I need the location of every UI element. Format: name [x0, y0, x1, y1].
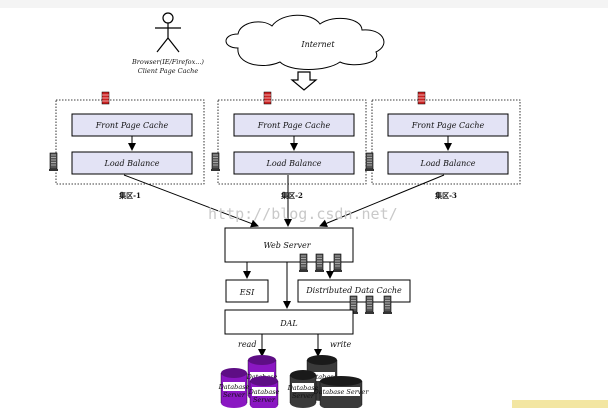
- client-page-cache-label: Client Page Cache: [138, 67, 199, 75]
- server-icon: [211, 152, 220, 171]
- user-stick-figure-icon: [155, 12, 181, 53]
- area-container: [371, 99, 521, 185]
- internet-label: Internet: [300, 40, 335, 49]
- front-page-cache-label: Front Page Cache: [411, 121, 485, 130]
- load-balance-box: [71, 151, 193, 175]
- server-icon: [315, 253, 324, 272]
- esi-box: [225, 279, 269, 303]
- server-icon: [49, 152, 58, 171]
- firewall-icon: [417, 91, 426, 105]
- database-label: Database: [287, 384, 319, 392]
- area-label: 集区-2: [280, 191, 303, 200]
- server-icon: [299, 253, 308, 272]
- load-balance-box: [387, 151, 509, 175]
- dal-label: DAL: [279, 319, 298, 328]
- database-label: Database: [218, 383, 250, 391]
- esi-label: ESI: [239, 288, 255, 297]
- area-container: [55, 99, 205, 185]
- internet-cloud-icon: [225, 14, 385, 70]
- firewall-icon: [101, 91, 110, 105]
- firewall-icon: [263, 91, 272, 105]
- write-label: write: [330, 340, 351, 349]
- load-balance-label: Load Balance: [104, 159, 160, 168]
- web-server-rack: [299, 253, 342, 272]
- corner-strip: [512, 400, 608, 408]
- database-label: Database: [306, 373, 338, 381]
- front-page-cache-label: Front Page Cache: [95, 121, 169, 130]
- gray-database-cylinder: Database Server: [313, 376, 370, 410]
- load-balance-label: Load Balance: [420, 159, 476, 168]
- server-icon: [365, 152, 374, 171]
- client-browser-label: Browser(IE/Firefox...): [131, 58, 204, 66]
- server-icon: [365, 295, 374, 314]
- down-arrow-icon: [290, 71, 318, 91]
- server-label: Server: [292, 392, 315, 400]
- server-icon: [383, 295, 392, 314]
- area-connectors: [123, 174, 445, 228]
- server-label: Server: [253, 396, 276, 404]
- database-label: Database: [248, 388, 280, 396]
- watermark-text: http://blog.csdn.net/: [208, 205, 398, 223]
- area-label: 集区-1: [118, 191, 141, 200]
- load-balance-box: [233, 151, 355, 175]
- server-label: Server: [223, 391, 246, 399]
- dal-box: [224, 309, 354, 335]
- middle-connectors: [243, 262, 334, 357]
- load-balance-label: Load Balance: [266, 159, 322, 168]
- server-icon: [333, 253, 342, 272]
- read-label: read: [238, 340, 256, 349]
- web-server-box: [224, 227, 354, 263]
- database-group: DatabaseDatabaseServerDatabaseServerData…: [218, 355, 370, 410]
- cache-server-rack: [349, 295, 392, 314]
- area-container: [217, 99, 367, 185]
- front-page-cache-label: Front Page Cache: [257, 121, 331, 130]
- web-server-label: Web Server: [263, 241, 311, 250]
- area-label: 集区-3: [434, 191, 457, 200]
- database-label: Database Server: [313, 388, 370, 396]
- top-strip: [0, 0, 608, 8]
- distributed-cache-label: Distributed Data Cache: [305, 286, 402, 295]
